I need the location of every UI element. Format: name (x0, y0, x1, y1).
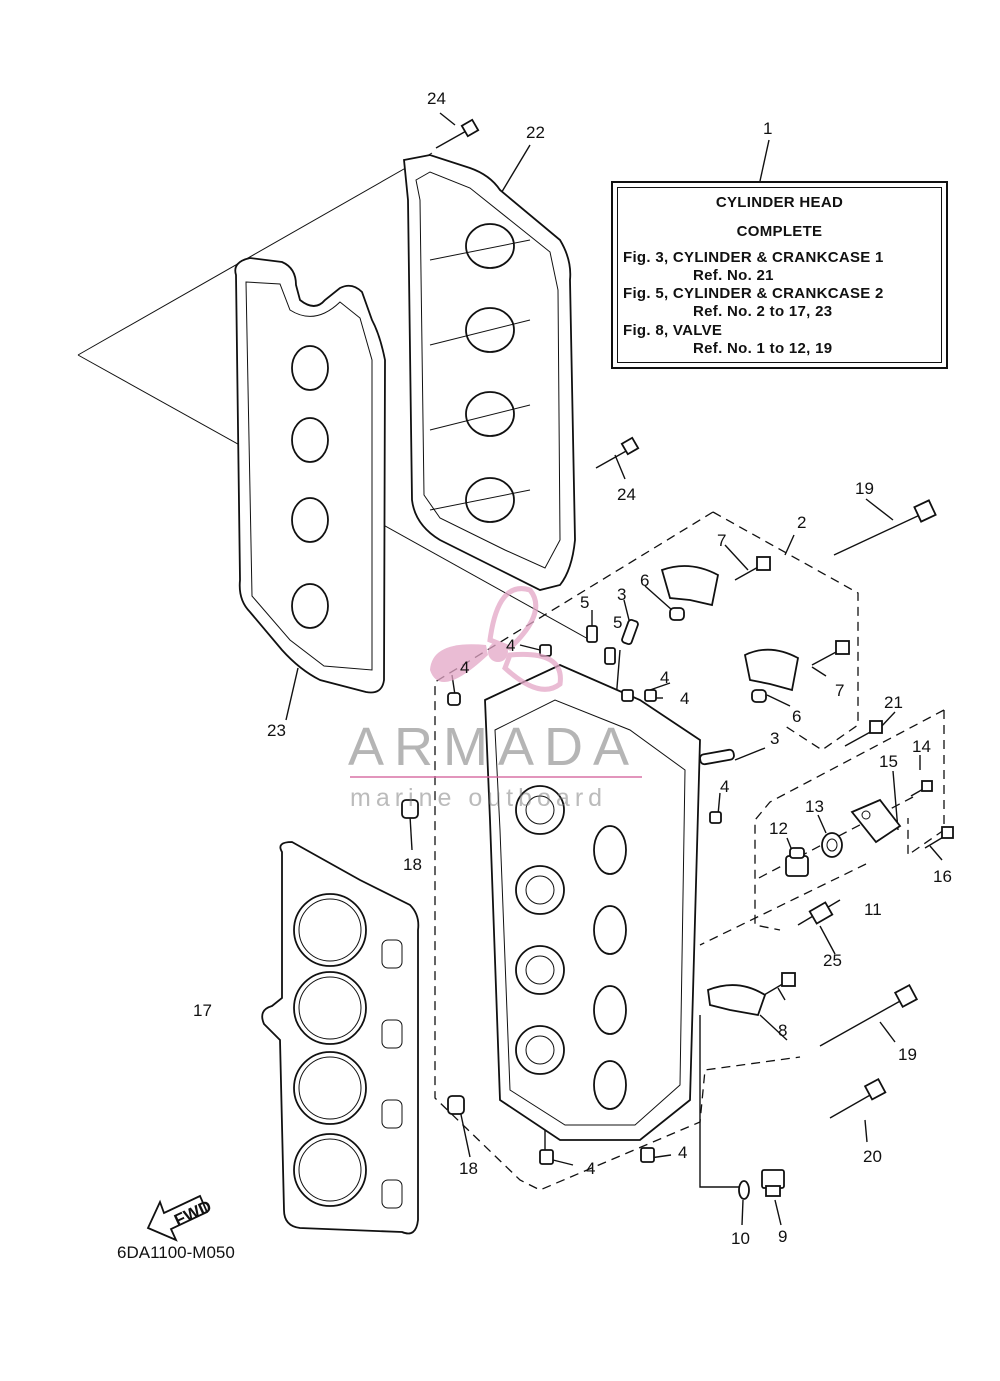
spark-plug-25 (797, 899, 841, 926)
callout-10: 10 (731, 1229, 750, 1248)
callout-15: 15 (879, 752, 898, 771)
callout-4d: 4 (680, 689, 689, 708)
gasket-washer (738, 1180, 750, 1200)
watermark-brand: ARMADA (348, 717, 640, 777)
callout-4c: 4 (660, 668, 669, 687)
callout-3b: 3 (770, 729, 779, 748)
propeller-logo-icon (430, 586, 563, 692)
callout-6a: 6 (640, 571, 649, 590)
callout-4b: 4 (460, 658, 469, 677)
callout-3a: 3 (617, 585, 626, 604)
callout-20: 20 (863, 1147, 882, 1166)
valve-cover-gasket (234, 257, 386, 694)
callout-8: 8 (778, 1021, 787, 1040)
ref-fig5-refno: Ref. No. 2 to 17, 23 (693, 303, 833, 320)
callout-4e: 4 (720, 777, 729, 796)
callout-13: 13 (805, 797, 824, 816)
bolt-7b (811, 640, 850, 666)
guide-pin-5b (604, 647, 616, 665)
callout-18a: 18 (403, 855, 422, 874)
camshaft-bearing-cap-2 (743, 648, 800, 703)
camshaft-bearing-cap (660, 565, 720, 621)
seal-13 (821, 832, 843, 858)
plug-4 (447, 644, 722, 1165)
callout-18b: 18 (459, 1159, 478, 1178)
callout-16: 16 (933, 867, 952, 886)
callout-7b: 7 (835, 681, 844, 700)
reference-note-box: CYLINDER HEAD COMPLETE Fig. 3, CYLINDER … (611, 181, 948, 369)
callout-25: 25 (823, 951, 842, 970)
bolt-14 (910, 780, 933, 797)
callout-labels: 1 2 3 3 4 4 4 4 4 4 4 5 5 6 6 7 7 8 9 10… (193, 89, 952, 1248)
camshaft-bearing-cap-3 (707, 984, 767, 1017)
bolt-21 (844, 720, 883, 747)
cylinder-head (484, 664, 701, 1141)
callout-11: 11 (864, 900, 882, 919)
callout-1: 1 (763, 119, 772, 138)
ref-fig5: Fig. 5, CYLINDER & CRANKCASE 2 (623, 285, 884, 302)
watermark-tagline: marine outboard (350, 784, 608, 812)
ref-title-line2: COMPLETE (736, 223, 823, 240)
head-bolt-long-2 (819, 983, 919, 1047)
guide-pin-5 (586, 625, 598, 643)
bolt-16 (924, 826, 954, 849)
callout-2: 2 (797, 513, 806, 532)
callout-4f: 4 (586, 1159, 595, 1178)
drain-plug (761, 1169, 785, 1197)
callout-22: 22 (526, 123, 545, 142)
head-bolt-long (833, 499, 937, 556)
cylinder-head-gasket (261, 841, 420, 1235)
dowel-pin (621, 618, 639, 646)
callout-9: 9 (778, 1227, 787, 1246)
fwd-direction-arrow: FWD (146, 1194, 214, 1242)
ref-title-line1: CYLINDER HEAD (715, 194, 844, 211)
ref-fig3: Fig. 3, CYLINDER & CRANKCASE 1 (623, 249, 884, 266)
callout-21: 21 (884, 693, 903, 712)
ref-fig3-refno: Ref. No. 21 (693, 267, 774, 284)
drawing-code: 6DA1100-M050 (117, 1243, 235, 1262)
callout-14: 14 (912, 737, 931, 756)
watermark-underline (350, 776, 642, 778)
callout-7a: 7 (717, 531, 726, 550)
dowel-pin-3b (699, 748, 735, 766)
callout-12: 12 (769, 819, 788, 838)
sensor-plug-12 (785, 847, 809, 877)
callout-24a: 24 (427, 89, 446, 108)
assembly-outline-dashed (434, 511, 945, 1191)
collar-18b (447, 1095, 465, 1115)
callout-17: 17 (193, 1001, 212, 1020)
callout-5a: 5 (580, 593, 589, 612)
bolt-8 (763, 972, 796, 996)
callout-19b: 19 (898, 1045, 917, 1064)
valve-cover-bolt (435, 118, 480, 149)
valve-cover-bolt-2 (595, 436, 640, 469)
bolt-7 (734, 556, 771, 581)
callout-24b: 24 (617, 485, 636, 504)
ref-fig8: Fig. 8, VALVE (623, 322, 723, 339)
callout-23: 23 (267, 721, 286, 740)
reference-note-inner-border (617, 187, 942, 363)
collar-18 (401, 799, 419, 819)
callout-19a: 19 (855, 479, 874, 498)
callout-5b: 5 (613, 613, 622, 632)
callout-4a: 4 (506, 636, 515, 655)
callout-4g: 4 (678, 1143, 687, 1162)
callout-6b: 6 (792, 707, 801, 726)
ref-fig8-refno: Ref. No. 1 to 12, 19 (693, 340, 833, 357)
valve-cover (403, 154, 576, 591)
sensor-15 (850, 798, 902, 844)
bolt-20 (829, 1077, 887, 1119)
